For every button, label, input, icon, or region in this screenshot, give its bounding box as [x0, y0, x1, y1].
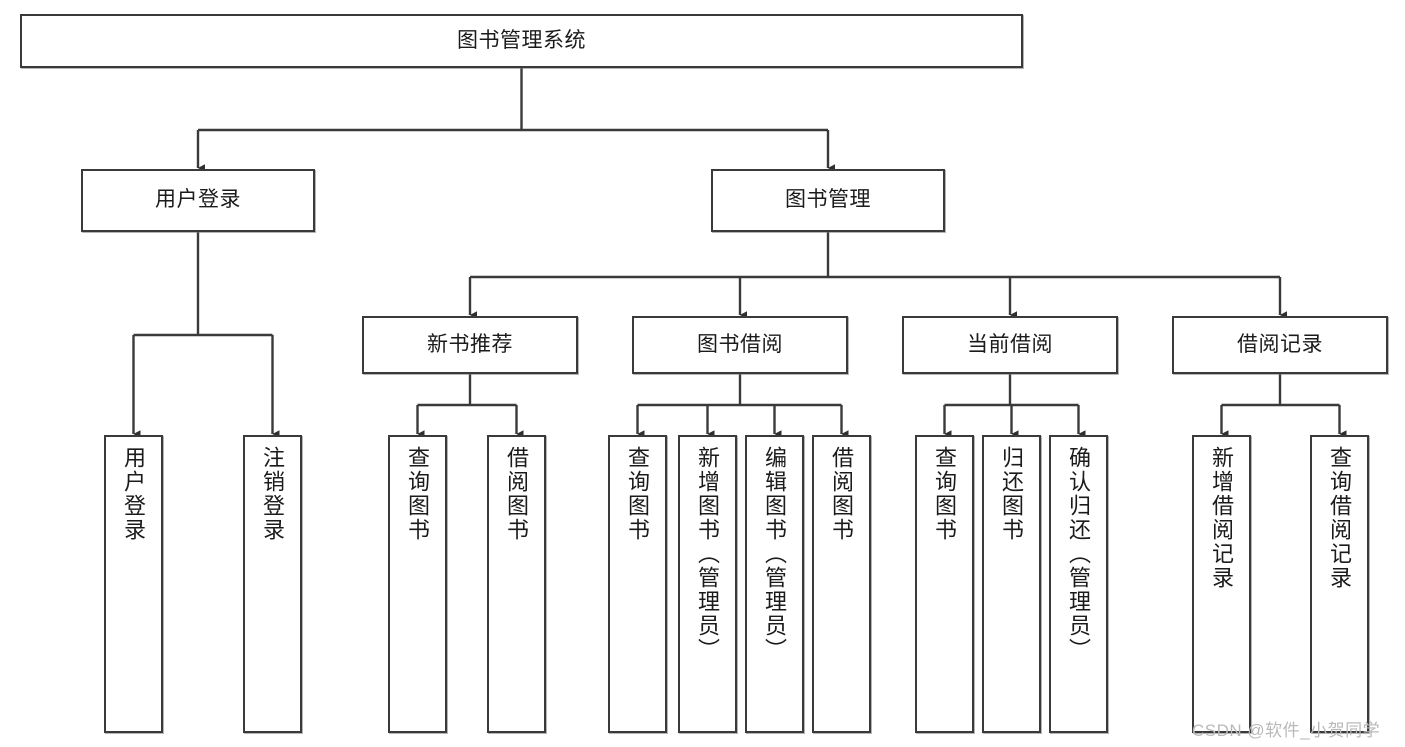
node-current[interactable]: 当前借阅	[902, 316, 1118, 374]
node-label: 查询图书	[932, 446, 958, 542]
node-newbooks[interactable]: 新书推荐	[362, 316, 578, 374]
node-leaf-login-2[interactable]: 注销登录	[243, 435, 302, 733]
node-login[interactable]: 用户登录	[81, 169, 315, 232]
edge-group	[132, 68, 1347, 438]
node-label: 新增图书（管理员）	[695, 446, 721, 662]
node-label: 查询借阅记录	[1327, 446, 1353, 590]
node-label: 用户登录	[121, 446, 147, 542]
node-borrow[interactable]: 图书借阅	[632, 316, 848, 374]
node-label: 新增借阅记录	[1209, 446, 1235, 590]
node-bookmgmt[interactable]: 图书管理	[711, 169, 945, 232]
node-label: 查询图书	[625, 446, 651, 542]
node-leaf-cur-1[interactable]: 查询图书	[915, 435, 974, 733]
node-label: 注销登录	[260, 446, 286, 542]
node-label: 借阅图书	[829, 446, 855, 542]
node-label: 图书借阅	[697, 332, 783, 356]
node-leaf-rec-2[interactable]: 查询借阅记录	[1310, 435, 1369, 733]
node-label: 归还图书	[999, 446, 1025, 542]
node-label: 当前借阅	[967, 332, 1053, 356]
node-label: 借阅记录	[1237, 332, 1323, 356]
node-label: 确认归还（管理员）	[1066, 446, 1092, 662]
node-label: 图书管理系统	[457, 28, 586, 52]
csdn-watermark: CSDN @软件_小贺同学	[1192, 721, 1381, 740]
node-leaf-new-2[interactable]: 借阅图书	[487, 435, 546, 733]
node-leaf-borrow-2[interactable]: 新增图书（管理员）	[678, 435, 737, 733]
node-records[interactable]: 借阅记录	[1172, 316, 1388, 374]
node-label: 新书推荐	[427, 332, 513, 356]
node-leaf-new-1[interactable]: 查询图书	[388, 435, 447, 733]
node-label: 用户登录	[155, 188, 241, 212]
node-leaf-rec-1[interactable]: 新增借阅记录	[1192, 435, 1251, 733]
node-label: 借阅图书	[504, 446, 530, 542]
node-root[interactable]: 图书管理系统	[20, 14, 1023, 68]
node-label: 查询图书	[405, 446, 431, 542]
node-leaf-borrow-4[interactable]: 借阅图书	[812, 435, 871, 733]
node-leaf-borrow-3[interactable]: 编辑图书（管理员）	[745, 435, 804, 733]
node-leaf-cur-3[interactable]: 确认归还（管理员）	[1049, 435, 1108, 733]
node-leaf-borrow-1[interactable]: 查询图书	[608, 435, 667, 733]
node-label: 编辑图书（管理员）	[762, 446, 788, 662]
node-label: 图书管理	[785, 188, 871, 212]
node-leaf-cur-2[interactable]: 归还图书	[982, 435, 1041, 733]
node-leaf-login-1[interactable]: 用户登录	[104, 435, 163, 733]
